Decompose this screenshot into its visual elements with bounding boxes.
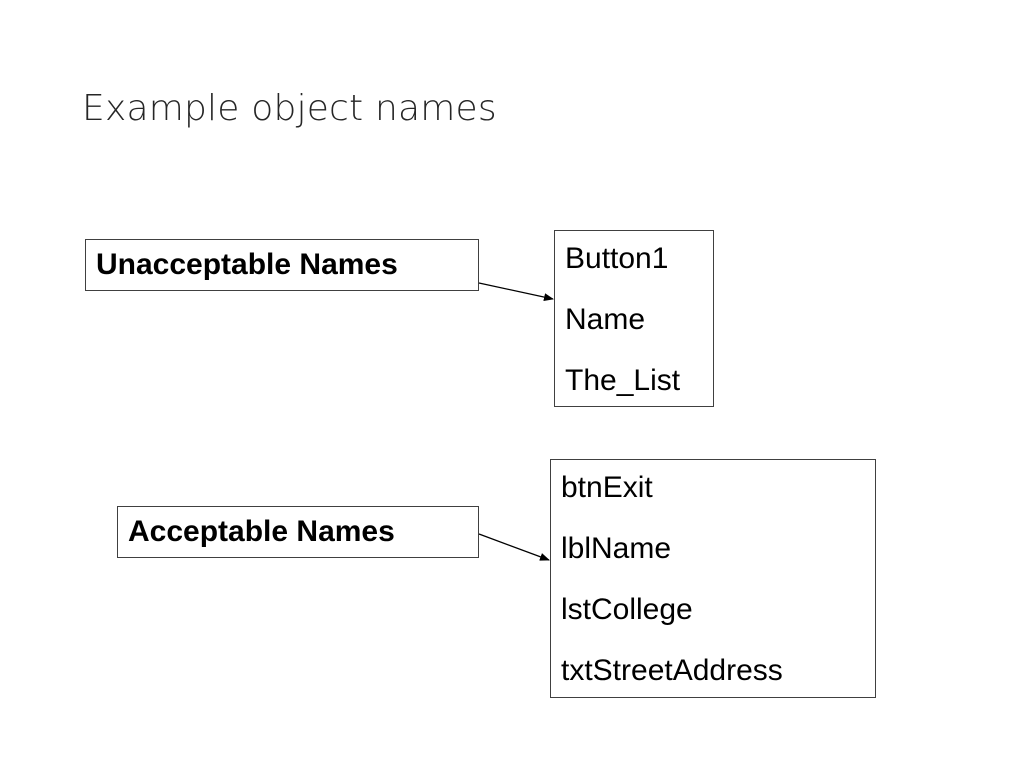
list-item: Name (565, 303, 646, 336)
unacceptable-names-label-text: Unacceptable Names (96, 248, 398, 281)
unacceptable-names-list: Button1 Name The_List (554, 230, 714, 407)
list-item: Button1 (565, 242, 669, 275)
unacceptable-names-label: Unacceptable Names (85, 239, 479, 291)
list-item: txtStreetAddress (561, 654, 783, 687)
acceptable-names-list: btnExit lblName lstCollege txtStreetAddr… (550, 459, 876, 698)
slide-title: Example object names (82, 88, 497, 129)
list-item: lstCollege (561, 593, 693, 626)
list-item: lblName (561, 532, 672, 565)
list-item: The_List (565, 364, 681, 397)
unacceptable-arrow (478, 282, 554, 302)
acceptable-names-label-text: Acceptable Names (128, 515, 395, 548)
acceptable-names-label: Acceptable Names (117, 506, 479, 558)
acceptable-arrow (478, 533, 550, 561)
list-item: btnExit (561, 471, 653, 504)
